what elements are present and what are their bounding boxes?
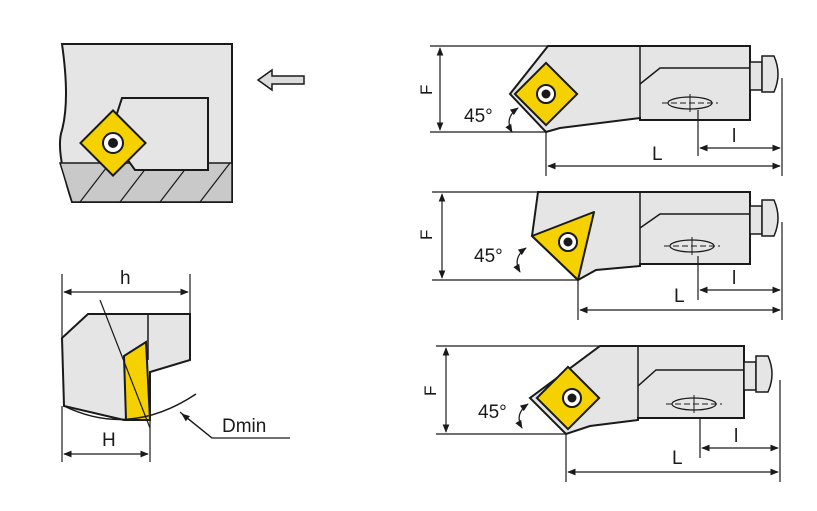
tool-2 <box>432 191 783 320</box>
H-label: H <box>102 430 116 451</box>
dmin-label: Dmin <box>222 416 266 437</box>
tool1-F-label: F <box>417 85 436 95</box>
tool1-angle-label: 45° <box>464 106 493 127</box>
tool2-l-label: l <box>732 268 736 289</box>
top-view-holder <box>58 43 233 203</box>
tool-1 <box>430 45 783 176</box>
tool1-l-label: l <box>732 126 736 147</box>
end-view <box>60 274 290 462</box>
tool3-F-label: F <box>421 386 440 396</box>
tool3-L-label: L <box>672 448 683 469</box>
insert-diamond <box>79 109 147 177</box>
feed-direction-arrow <box>256 68 305 92</box>
tool-3 <box>436 345 781 482</box>
tool1-L-label: L <box>652 144 663 165</box>
tool3-l-label: l <box>734 426 738 447</box>
tool2-F-label: F <box>417 230 436 240</box>
h-label: h <box>120 268 131 289</box>
tool3-angle-label: 45° <box>478 402 507 423</box>
tool2-L-label: L <box>674 286 685 307</box>
tool2-angle-label: 45° <box>474 246 503 267</box>
